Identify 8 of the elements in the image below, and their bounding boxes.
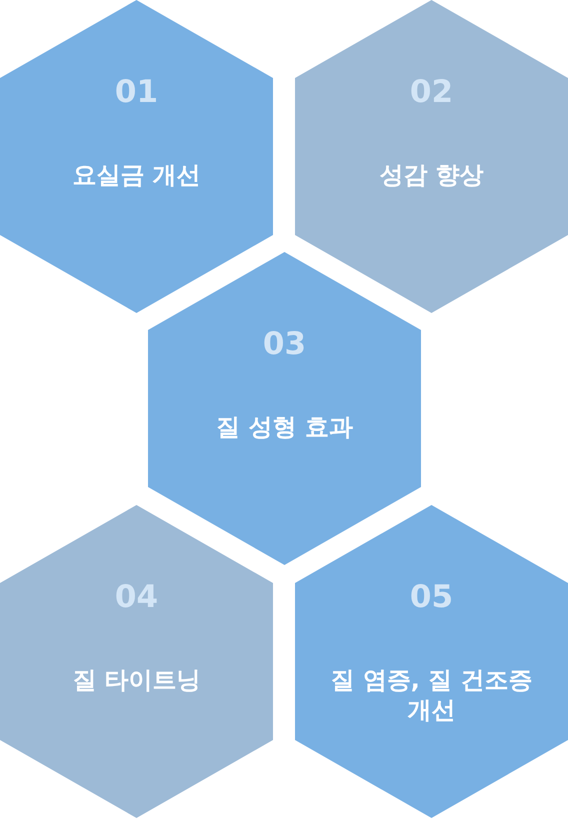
step-title: 질 성형 효과 — [215, 412, 354, 442]
step-number: 05 — [408, 579, 454, 615]
step-title: 성감 향상 — [378, 160, 485, 190]
step-title: 질 타이트닝 — [71, 665, 202, 695]
step-title: 요실금 개선 — [71, 160, 202, 190]
step-number: 01 — [114, 74, 160, 110]
step-number: 03 — [262, 326, 308, 362]
step-title: 질 염증, 질 건조증 개선 — [329, 665, 534, 725]
